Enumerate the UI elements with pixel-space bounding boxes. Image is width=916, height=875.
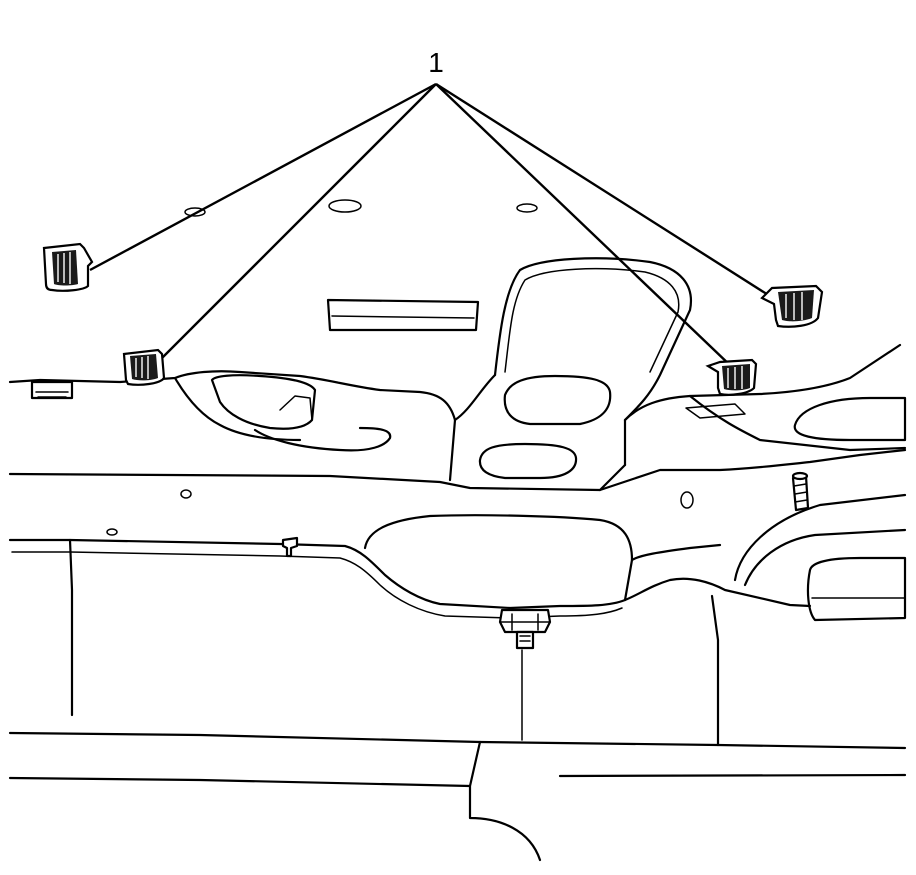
roof-openings <box>106 199 907 536</box>
leader-line-3 <box>435 83 734 369</box>
retainer-clip-left-inner <box>122 348 166 386</box>
callout-label: 1 <box>428 47 444 78</box>
callout-leader-lines <box>89 82 774 369</box>
stud-pin-right <box>791 471 810 512</box>
body-structure <box>8 380 907 862</box>
leader-line-4 <box>435 82 774 300</box>
left-edge-fastener <box>30 380 74 400</box>
roof-panel <box>8 257 907 492</box>
leader-line-1 <box>89 82 437 272</box>
retainer-clip-right-outer <box>760 284 824 328</box>
retainer-clip-right-inner <box>705 358 758 396</box>
leader-line-2 <box>157 83 437 363</box>
retainer-clip-left-outer <box>42 242 94 292</box>
stud-bolt <box>498 608 552 650</box>
